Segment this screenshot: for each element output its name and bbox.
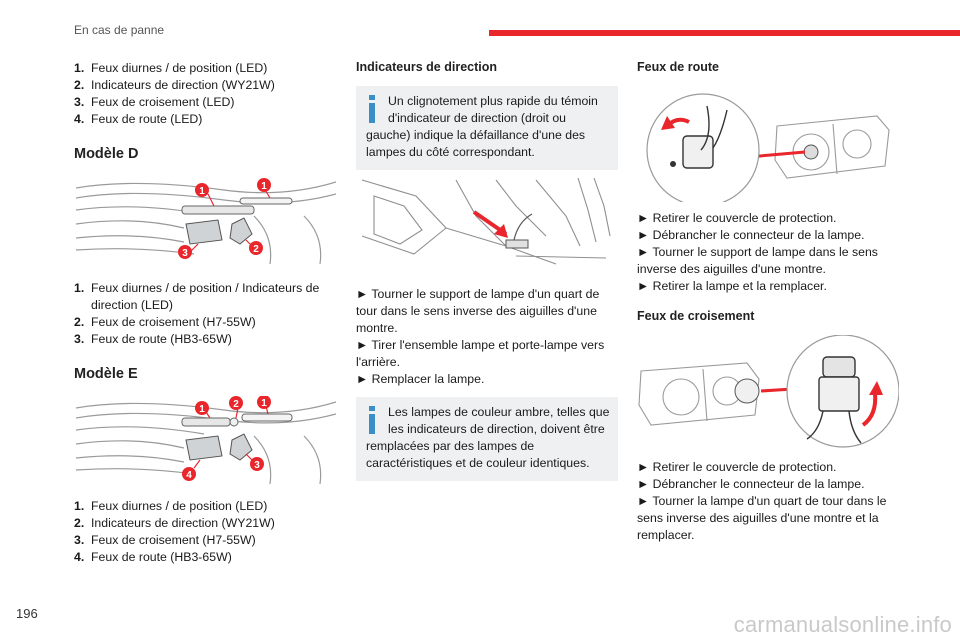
- high-beam-steps: ► Retirer le couvercle de protection. ► …: [637, 210, 899, 295]
- turn-signal-title: Indicateurs de direction: [356, 60, 498, 74]
- step-text: ► Retirer la lampe et la remplacer.: [637, 279, 827, 293]
- callout-marker: [195, 183, 209, 197]
- page-number: 196: [16, 606, 38, 621]
- low-beam-illustration: [638, 335, 899, 448]
- callout-marker: [182, 467, 196, 481]
- info-box-flashing: Un clignotement plus rapide du témoin d'…: [356, 86, 618, 170]
- model-d-headlamp-illustration: 1 1 3 2: [75, 178, 336, 264]
- model-e-lamp-list: 1.Feux diurnes / de position (LED) 2.Ind…: [74, 498, 336, 566]
- list-item: 2.Feux de croisement (H7-55W): [74, 315, 256, 329]
- column-middle: Indicateurs de direction Un clignotement…: [356, 60, 618, 481]
- callout-marker: [195, 401, 209, 415]
- callout-label: 1: [199, 404, 205, 415]
- list-item: 4.Feux de route (LED): [74, 112, 203, 126]
- callout-marker: [250, 457, 264, 471]
- list-item: 3.Feux de route (HB3-65W): [74, 332, 232, 346]
- step-text: ► Retirer le couvercle de protection.: [637, 460, 837, 474]
- high-beam-illustration: [646, 93, 890, 202]
- lamp-list-top: 1.Feux diurnes / de position (LED) 2.Ind…: [74, 60, 336, 128]
- model-e-headlamp-illustration: 1 2 1 4 3: [75, 396, 336, 484]
- info-text: Un clignotement plus rapide du témoin d'…: [366, 94, 598, 159]
- section-title: En cas de panne: [74, 23, 165, 37]
- step-text: ► Tourner le support de lampe dans le se…: [637, 245, 878, 276]
- header-accent-bar: [489, 30, 960, 36]
- callout-label: 4: [186, 470, 192, 481]
- step-text: ► Débrancher le connecteur de la lampe.: [637, 477, 865, 491]
- callout-label: 2: [233, 399, 239, 410]
- turn-signal-steps: ► Tourner le support de lampe d'un quart…: [356, 286, 618, 388]
- turn-signal-illustration: [361, 177, 611, 265]
- column-right: Feux de route ► Retirer le couvercle de …: [637, 60, 899, 544]
- callout-label: 3: [182, 248, 188, 259]
- callout-marker: [257, 396, 271, 409]
- info-text: Les lampes de couleur ambre, telles que …: [366, 405, 610, 470]
- high-beam-title: Feux de route: [637, 60, 719, 74]
- step-text: ► Tourner le support de lampe d'un quart…: [356, 287, 600, 335]
- callout-marker: [257, 178, 271, 192]
- list-item: 1.Feux diurnes / de position (LED): [74, 61, 268, 75]
- model-e-title: Modèle E: [74, 366, 138, 382]
- callout-marker: [229, 396, 243, 410]
- callout-marker: [249, 241, 263, 255]
- info-icon: [366, 406, 380, 436]
- step-text: ► Tourner la lampe d'un quart de tour da…: [637, 494, 887, 542]
- callout-label: 1: [261, 181, 267, 192]
- step-text: ► Remplacer la lampe.: [356, 372, 485, 386]
- callout-label: 1: [261, 398, 267, 409]
- info-box-amber: Les lampes de couleur ambre, telles que …: [356, 397, 618, 481]
- callout-label: 2: [253, 244, 259, 255]
- callout-label: 3: [254, 460, 260, 471]
- list-item: 1.Feux diurnes / de position / Indicateu…: [74, 281, 320, 312]
- step-text: ► Débrancher le connecteur de la lampe.: [637, 228, 865, 242]
- list-item: 3.Feux de croisement (LED): [74, 95, 235, 109]
- low-beam-title: Feux de croisement: [637, 309, 755, 323]
- low-beam-steps: ► Retirer le couvercle de protection. ► …: [637, 459, 899, 544]
- list-item: 1.Feux diurnes / de position (LED): [74, 499, 268, 513]
- list-item: 2.Indicateurs de direction (WY21W): [74, 516, 275, 530]
- step-text: ► Retirer le couvercle de protection.: [637, 211, 837, 225]
- list-item: 4.Feux de route (HB3-65W): [74, 550, 232, 564]
- watermark-text: carmanualsonline.info: [733, 612, 952, 637]
- list-item: 3.Feux de croisement (H7-55W): [74, 533, 256, 547]
- callout-marker: [178, 245, 192, 259]
- info-icon: [366, 95, 380, 125]
- step-text: ► Tirer l'ensemble lampe et porte-lampe …: [356, 338, 605, 369]
- model-d-lamp-list: 1.Feux diurnes / de position / Indicateu…: [74, 280, 336, 348]
- callout-label: 1: [199, 186, 205, 197]
- model-d-title: Modèle D: [74, 146, 139, 162]
- column-left: 1.Feux diurnes / de position (LED) 2.Ind…: [74, 60, 336, 566]
- list-item: 2.Indicateurs de direction (WY21W): [74, 78, 275, 92]
